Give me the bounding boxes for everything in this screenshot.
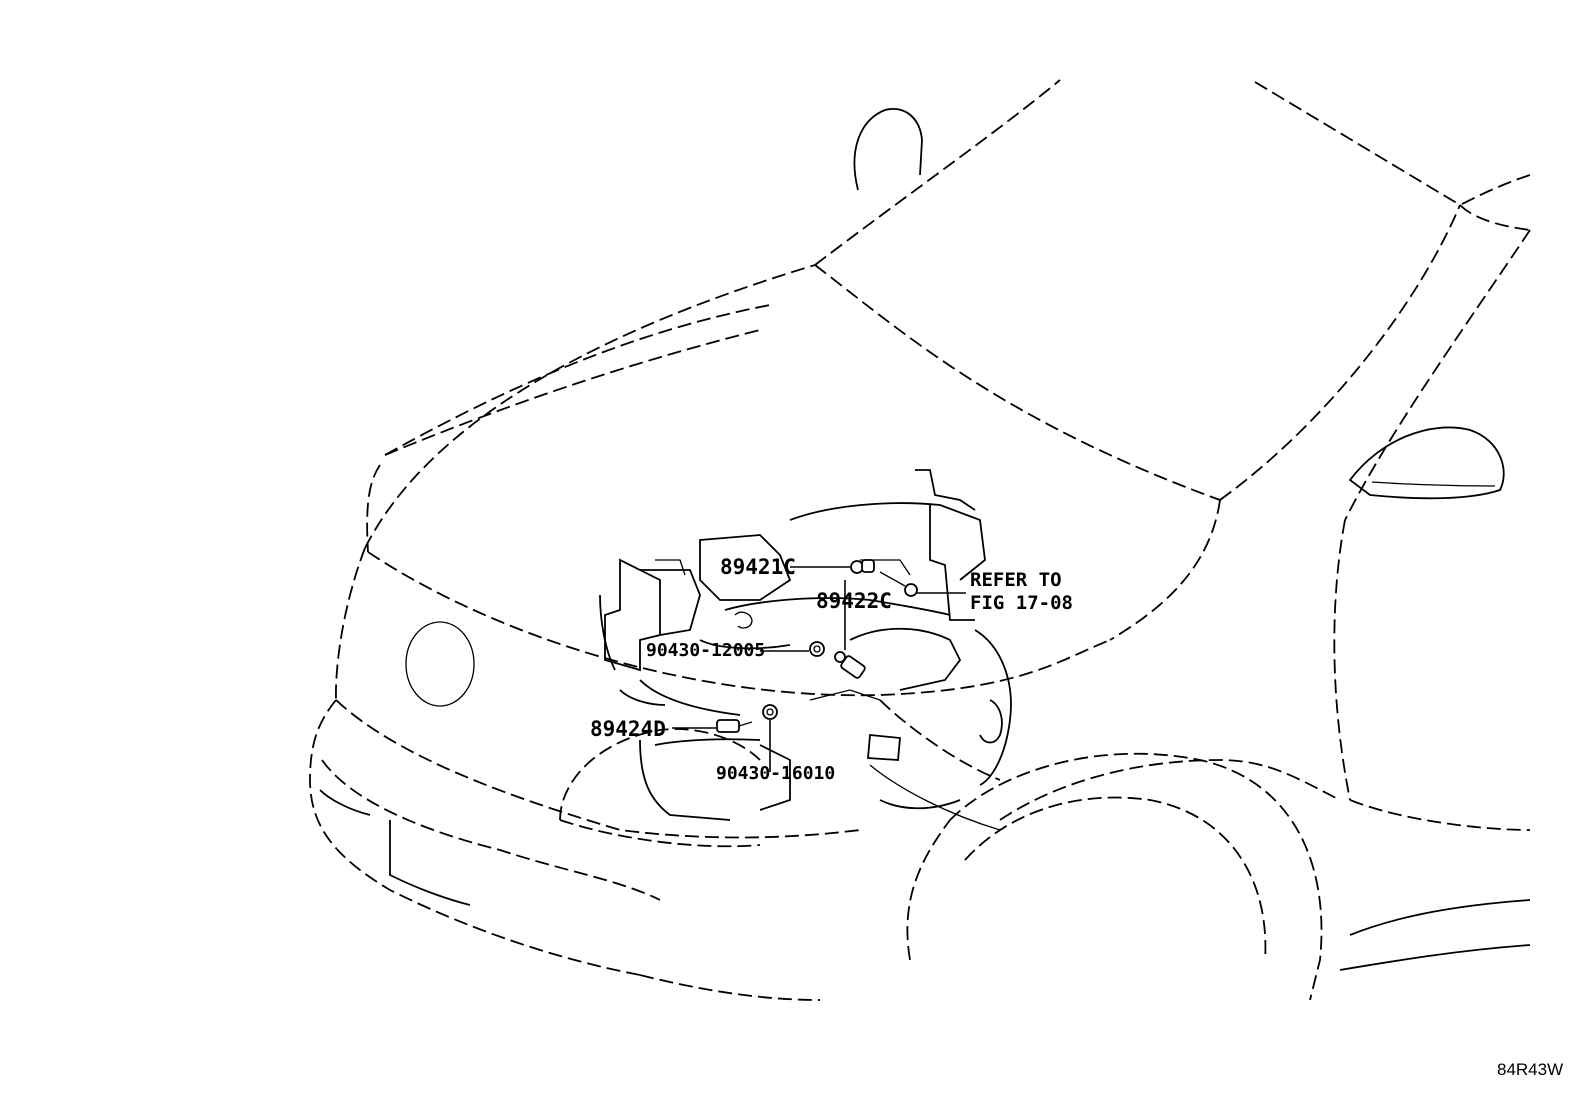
callout-89422C[interactable]: 89422C xyxy=(816,589,892,613)
reference-line-2[interactable]: FIG 17-08 xyxy=(970,592,1073,614)
part-89421C-bolt[interactable] xyxy=(879,571,918,597)
callout-89421C[interactable]: 89421C xyxy=(720,555,796,579)
part-89422C[interactable] xyxy=(834,651,866,679)
callout-90430-16010[interactable]: 90430-16010 xyxy=(716,763,835,784)
part-89424D[interactable] xyxy=(716,719,753,733)
reference-line-1[interactable]: REFER TO xyxy=(970,569,1062,591)
drawing-code: 84R43W xyxy=(1497,1060,1563,1079)
vehicle-body-outline xyxy=(309,79,1531,1001)
part-90430-16010[interactable] xyxy=(762,704,778,720)
part-90430-12005[interactable] xyxy=(809,641,825,657)
leader-lines xyxy=(672,566,966,772)
engine-assembly xyxy=(599,469,1012,831)
callout-89424D[interactable]: 89424D xyxy=(590,717,666,741)
part-89421C[interactable] xyxy=(850,559,875,574)
emblem-circle xyxy=(405,621,475,707)
callout-90430-12005[interactable]: 90430-12005 xyxy=(646,640,765,661)
